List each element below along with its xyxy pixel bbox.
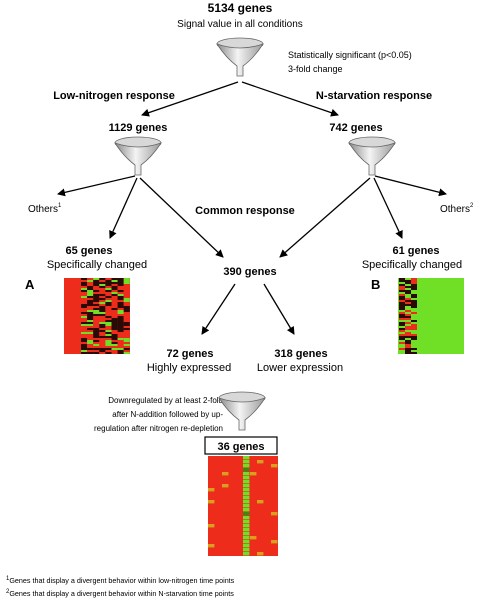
arrow-left-to-common — [139, 177, 224, 258]
funnel-icon — [218, 391, 266, 431]
n-starvation-count: 742 genes — [329, 122, 382, 134]
others-left-label: Others1 — [28, 203, 62, 215]
heatmap-final — [208, 456, 278, 556]
specific-left-desc: Specifically changed — [47, 259, 147, 271]
filter2-line3: regulation after nitrogen re-depletion — [94, 424, 223, 433]
arrow-right-to-common — [279, 177, 371, 258]
common-response-title: Common response — [195, 205, 295, 217]
top-note: Signal value in all conditions — [177, 19, 303, 30]
heatmap-b — [398, 278, 464, 354]
arrow-to-others-right — [374, 175, 447, 197]
filter2-line2: after N-addition followed by up- — [112, 410, 223, 419]
low-desc: Lower expression — [257, 362, 343, 374]
arrow-to-others-left — [57, 175, 136, 197]
arrow-to-n-starvation — [241, 81, 339, 117]
top-gene-count: 5134 genes — [208, 1, 273, 15]
specific-right-count: 61 genes — [392, 245, 439, 257]
others-right-label: Others2 — [440, 203, 474, 215]
low-nitrogen-title: Low-nitrogen response — [53, 90, 175, 102]
common-count: 390 genes — [223, 266, 276, 278]
low-nitrogen-count: 1129 genes — [109, 122, 168, 134]
panel-label-b: B — [371, 277, 380, 292]
funnel-icon — [348, 136, 396, 176]
arrow-to-low-nitrogen — [141, 81, 239, 117]
low-count: 318 genes — [274, 348, 327, 360]
final-count: 36 genes — [217, 441, 264, 453]
final-count-box — [204, 436, 278, 455]
specific-right-desc: Specifically changed — [362, 259, 462, 271]
specific-left-count: 65 genes — [65, 245, 112, 257]
high-desc: Highly expressed — [147, 362, 231, 374]
arrow-to-high-expressed — [201, 283, 236, 335]
panel-label-a: A — [25, 277, 35, 292]
funnel-icon — [216, 37, 264, 77]
heatmap-a — [64, 278, 130, 354]
arrow-to-specific-left — [109, 177, 138, 239]
arrow-to-low-expression — [263, 283, 295, 335]
high-count: 72 genes — [166, 348, 213, 360]
filter1-line2: 3-fold change — [288, 64, 343, 74]
funnel-icon — [114, 136, 162, 176]
arrow-to-specific-right — [373, 177, 403, 239]
footnote-1: 1Genes that display a divergent behavior… — [6, 576, 235, 585]
filter1-line1: Statistically significant (p<0.05) — [288, 50, 412, 60]
n-starvation-title: N-starvation response — [316, 90, 432, 102]
filter2-line1: Downregulated by at least 2-fold — [108, 396, 223, 405]
footnote-2: 2Genes that display a divergent behavior… — [6, 589, 234, 598]
